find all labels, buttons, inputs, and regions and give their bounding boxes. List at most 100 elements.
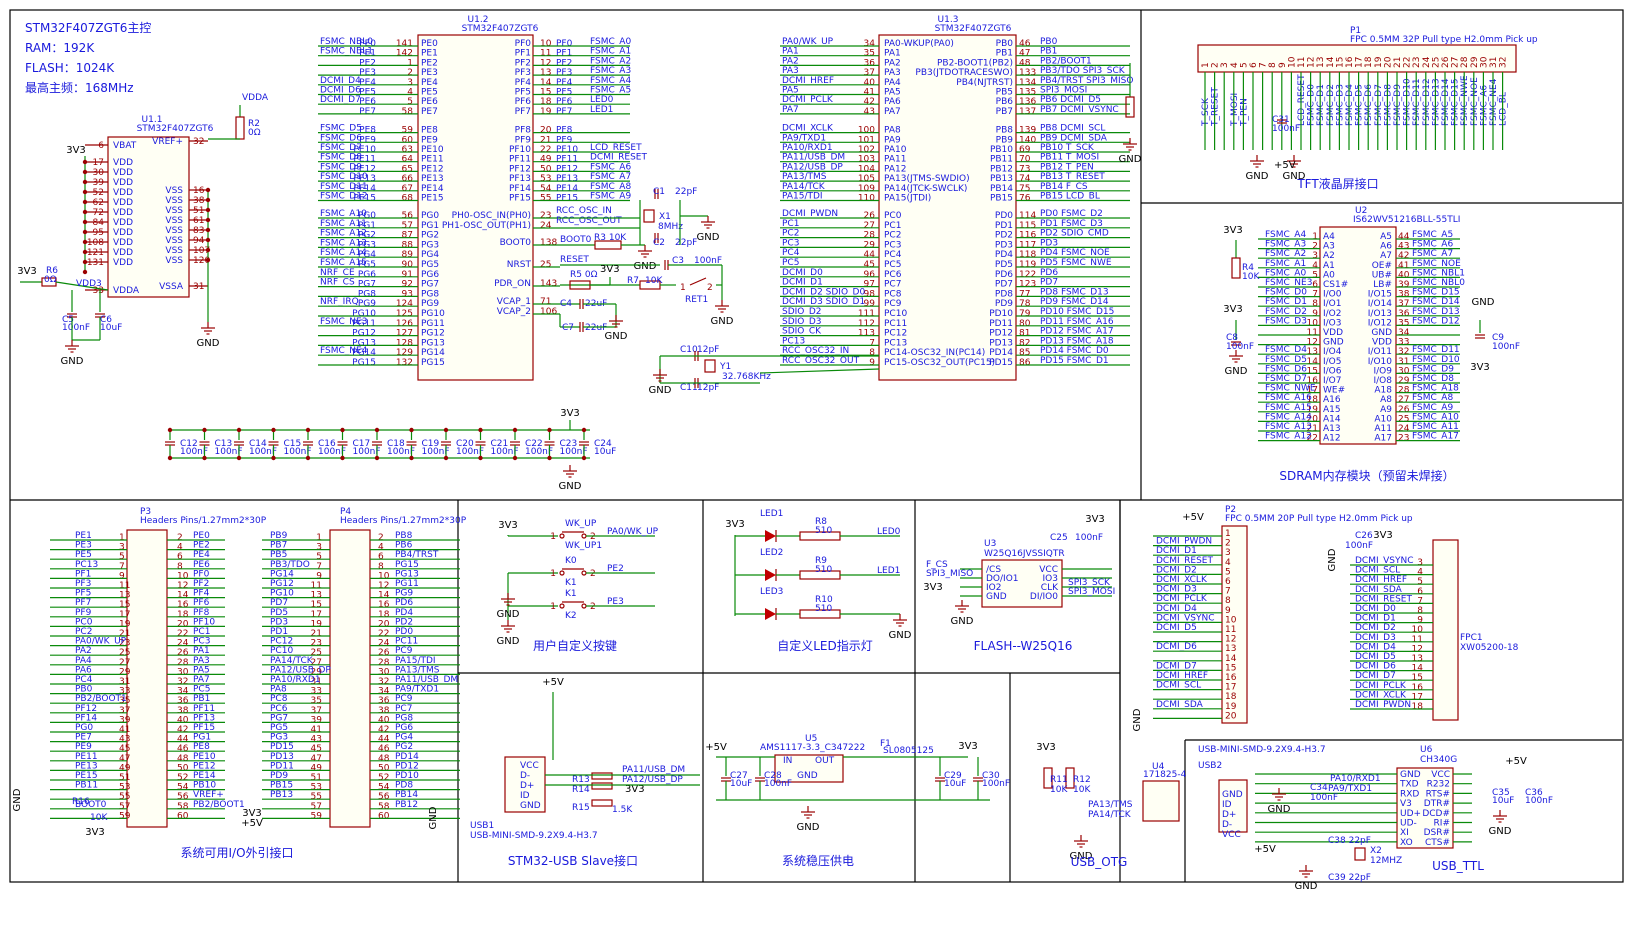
flash-pin-right: DI/IO0 [1030,592,1058,602]
u12-pin-num: 92 [402,280,413,290]
r12-label: R12 [1073,775,1091,785]
p4-pin-num: 53 [311,783,322,793]
p3-net-right: PE4 [193,550,210,560]
p3-pin-num: 43 [119,735,130,745]
v33-label: 3V3 [1036,742,1056,753]
p3-pin-num: 46 [177,744,189,754]
u2-net: FSMC_A18 [1412,384,1459,394]
p4-pin-num: 25 [311,648,322,658]
u6-pin-right: DCD# [1422,809,1450,819]
c6-value: 10uF [100,323,122,333]
u13-pin-num: 74 [1019,174,1031,184]
u13-pin-right: PB9 [996,135,1014,145]
u2-pin-num: 19 [1307,405,1319,415]
led-net: LED1 [877,566,900,576]
u13-pin-left: PC7 [884,280,901,290]
u11-pin-left: VBAT [113,141,137,151]
led-label: LED3 [760,587,783,597]
u13-net: PA14/TCK [782,182,826,192]
u12-part: STM32F407ZGT6 [462,24,539,34]
junction-dot [202,455,207,461]
u13-pin-right: PB0 [996,39,1014,49]
ttl-net: PA10/RXD1 [1330,774,1381,784]
ret1-label: RET1 [685,295,708,305]
p1-net: LCD_RESET [1297,74,1307,126]
u12-pin-num: 20 [540,126,552,136]
u11-pin-num: 131 [87,258,104,268]
u13-pin-num: 134 [1019,78,1036,88]
u2-pin-num: 2 [1312,242,1318,252]
u12-net-pin: PE10 [353,145,376,155]
u2-pin-left: I/O6 [1323,366,1342,376]
junction-dot [409,427,414,433]
u2-pin-num: 8 [1312,299,1318,309]
u2-net: FSMC_D7 [1265,374,1307,384]
c25-value: 100nF [1075,533,1103,543]
u13-pin-num: 80 [1019,319,1031,329]
p4-pin-num: 30 [378,667,390,677]
p4-pin-num: 20 [378,619,390,629]
u12-net-pin: PG9 [358,299,376,309]
u13-pin-right: PD8 [995,289,1013,299]
p3-net-right: PF6 [193,598,210,608]
u12-pin-right: PF6 [515,97,532,107]
p3-net-right: PB10 [193,781,216,791]
u12-pf-net: PF6 [556,97,573,107]
cap-row-label: C19 [422,439,440,449]
fpc1-pin-num: 17 [1412,692,1423,702]
u13-pin-right: PD11 [989,319,1013,329]
r16-label: R16 [72,797,90,807]
u2-pin-num: 11 [1307,328,1318,338]
fpc1-body [1432,539,1459,721]
u11-pin-num: 16 [193,186,205,196]
p1-net: FSMC_A6 [1479,85,1489,126]
c1-label: C1 [653,187,665,197]
resistor [591,799,613,807]
u2-net: FSMC_D0 [1265,288,1307,298]
key-pin: 1 [550,532,556,542]
u12-pin-num: 60 [402,135,414,145]
otg-net: PA13/TMS [1088,800,1133,810]
u13-pin-num: 78 [1019,299,1031,309]
u12-net-pin: PE15 [353,194,376,204]
p2-pin-num: 14 [1225,654,1237,664]
p4-pin-num: 22 [378,629,389,639]
p4-net-right: PD8 [395,781,413,791]
u6-pin-left: XO [1400,838,1413,848]
u2-net: FSMC_D6 [1265,364,1307,374]
p1-pin-num: 8 [1268,62,1278,68]
p3-pin-num: 18 [177,610,189,620]
p3-pin-num: 36 [177,696,189,706]
u12-net-pin: PG13 [352,338,376,348]
c34-value: 100nF [1310,793,1338,803]
p3-net-right: PF15 [193,723,215,733]
p3-pin-num: 6 [177,552,183,562]
key-net: PE3 [607,597,624,607]
u13-pin-num: 113 [858,329,875,339]
p3-net-left: PF7 [75,598,91,608]
p4-net-left: PB3/TDO [270,560,310,570]
u13-pin-right: PD14 [989,348,1013,358]
u13-pin-num: 103 [858,155,875,165]
p1-pin-num: 17 [1355,57,1365,68]
u11-ref: U1.1 [142,115,163,125]
u13-pin-left: PC13 [884,338,907,348]
x1-value: 8MHz [658,222,683,232]
u12-pf-net: PF4 [556,78,573,88]
u11-pin-right: VSS [165,226,183,236]
key-pin: 1 [550,602,556,612]
u2-pin-left: A0 [1323,270,1335,280]
u11-pin-num: 84 [93,218,105,228]
u11-pin-num: 83 [193,226,204,236]
p4-pin-num: 24 [378,639,390,649]
p3-pin-num: 52 [177,773,188,783]
u12-net: FSMC_A7 [590,172,631,182]
c31-value: 100nF [1272,124,1300,134]
usb-net: PA11/USB_DM [622,765,685,775]
r11-label: R11 [1050,775,1068,785]
mcu-info-line: RAM：192K [25,41,95,55]
u4-body [1142,780,1180,822]
resistor [1065,767,1075,789]
x2-label: X2 [1370,846,1382,856]
